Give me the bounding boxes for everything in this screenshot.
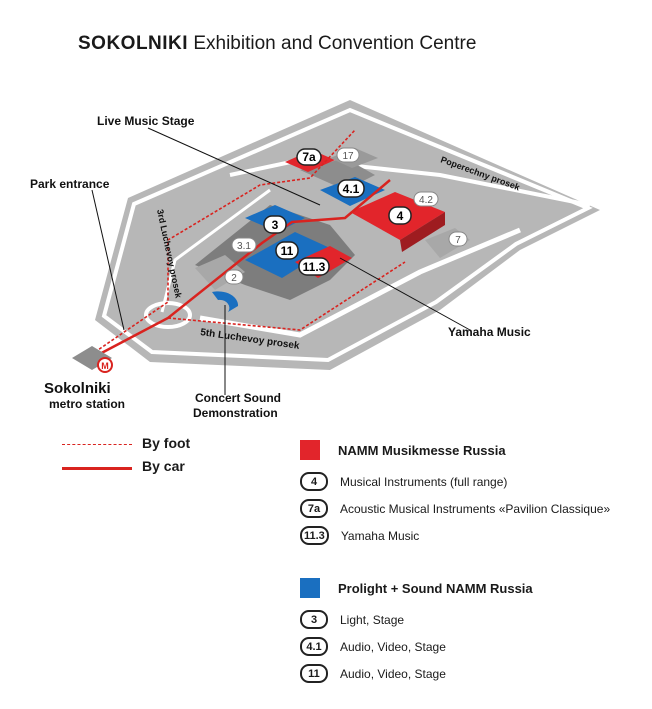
leader-live-music: [147, 127, 321, 206]
title-rest: Exhibition and Convention Centre: [188, 33, 477, 54]
page-title: SOKOLNIKI Exhibition and Convention Cent…: [78, 33, 476, 55]
label-concert-line2: Demonstration: [193, 406, 278, 420]
metro-icon: [97, 357, 113, 373]
label-park-entrance: Park entrance: [30, 177, 110, 191]
pavilion-badge: 7a: [300, 499, 328, 518]
legend-item: 4.1 Audio, Video, Stage: [300, 637, 446, 656]
lower-road: [199, 227, 521, 338]
legend-item-text: Audio, Video, Stage: [340, 666, 446, 681]
prolight-label: Prolight + Sound NAMM Russia: [338, 580, 533, 596]
label-live-music-stage: Live Music Stage: [97, 114, 195, 128]
label-pavilion-4-1: 4.1: [343, 182, 360, 196]
pavilion-badge: 3: [300, 610, 328, 629]
legend-item: 11 Audio, Video, Stage: [300, 664, 446, 683]
site-map: M 7a 17 4.1 4.2 4 3 3.1 11 11.3 2 7 Live…: [30, 100, 600, 420]
footpath: [160, 188, 271, 313]
label-pavilion-4: 4: [397, 209, 404, 223]
pavilion-2: [195, 255, 245, 290]
foot-line-sample: [62, 444, 132, 445]
car-line-sample: [62, 467, 132, 470]
namm-swatch: [300, 440, 320, 460]
label-pavilion-3: 3: [272, 218, 279, 232]
by-car-label: By car: [142, 458, 185, 474]
foot-route-2: [167, 261, 406, 331]
label-pavilion-7: 7: [455, 235, 461, 246]
namm-label: NAMM Musikmesse Russia: [338, 442, 506, 458]
label-pavilion-11-3: 11.3: [303, 260, 326, 274]
leader-yamaha: [339, 257, 471, 331]
concert-stage: [212, 291, 239, 312]
label-metro-line1: Sokolniki: [44, 380, 111, 397]
label-metro-line2: metro station: [49, 397, 125, 411]
legend-item-text: Acoustic Musical Instruments «Pavilion C…: [340, 501, 611, 516]
pavilion-badge: 4: [300, 472, 328, 491]
ring-road: [101, 107, 593, 363]
title-bold: SOKOLNIKI: [78, 33, 189, 54]
legend-item: 3 Light, Stage: [300, 610, 404, 629]
upper-road: [229, 157, 591, 207]
legend-item: 4 Musical Instruments (full range): [300, 472, 507, 491]
pavilion-badge: 11: [300, 664, 328, 683]
roundabout: [144, 301, 192, 329]
legend-item-text: Yamaha Music: [340, 528, 420, 543]
label-pavilion-11: 11: [281, 244, 294, 258]
prolight-swatch: [300, 578, 320, 598]
svg-text:M: M: [101, 361, 109, 371]
label-pavilion-7a: 7a: [302, 150, 316, 164]
label-pavilion-4-2: 4.2: [419, 195, 433, 206]
legend-item: 11.3 Yamaha Music: [300, 526, 419, 545]
label-yamaha-music: Yamaha Music: [448, 325, 531, 339]
legend-item: 7a Acoustic Musical Instruments «Pavilio…: [300, 499, 610, 518]
label-pavilion-17: 17: [342, 151, 354, 162]
by-foot-label: By foot: [142, 435, 191, 451]
leader-park-entrance: [91, 189, 125, 331]
legend-item-text: Musical Instruments (full range): [340, 474, 508, 489]
legend-item-text: Light, Stage: [340, 612, 405, 627]
legend-prolight: Prolight + Sound NAMM Russia: [300, 578, 533, 598]
label-pavilion-2: 2: [231, 273, 237, 284]
legend-item-text: Audio, Video, Stage: [340, 639, 446, 654]
pavilion-badge: 4.1: [300, 637, 328, 656]
label-pavilion-3-1: 3.1: [237, 241, 251, 252]
pavilion-badge: 11.3: [300, 526, 329, 545]
pavilion-4-side: [400, 212, 445, 252]
label-concert-line1: Concert Sound: [195, 391, 281, 405]
legend-namm: NAMM Musikmesse Russia: [300, 440, 506, 460]
